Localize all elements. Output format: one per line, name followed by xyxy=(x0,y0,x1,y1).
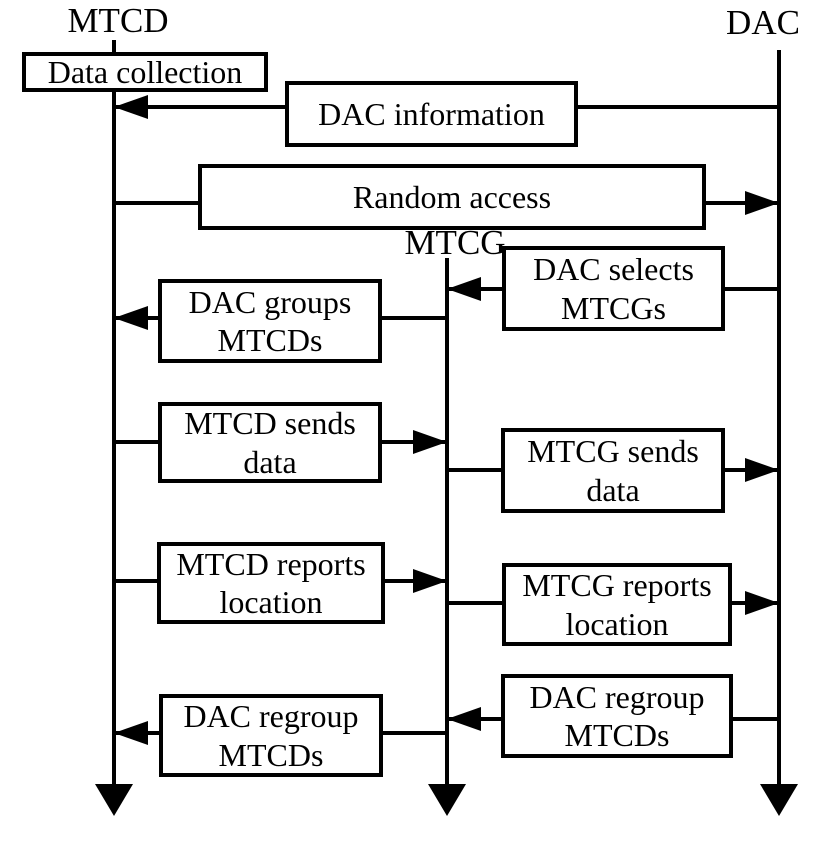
msg-random-access-line-right xyxy=(706,201,779,205)
msg-dac-regroup-right-arrowhead-icon xyxy=(447,707,481,731)
actor-label-dac: DAC xyxy=(726,3,800,42)
box-dac-regroup-mtcds-right: DAC regroup MTCDs xyxy=(501,674,733,758)
msg-mtcd-sends-line-left xyxy=(114,440,158,444)
box-data-collection: Data collection xyxy=(22,52,268,92)
box-mtcd-sends-data: MTCD sends data xyxy=(158,402,382,483)
msg-mtcg-sends-arrowhead-icon xyxy=(745,458,779,482)
lifeline-end-arrow-mtcg-icon xyxy=(428,784,466,816)
box-mtcd-reports-location: MTCD reports location xyxy=(157,542,385,624)
box-mtcg-reports-location: MTCG reports location xyxy=(502,563,732,646)
msg-dac-selects-arrowhead-icon xyxy=(447,277,481,301)
msg-dac-selects-line-right xyxy=(723,287,779,291)
lifeline-end-arrow-mtcd-icon xyxy=(95,784,133,816)
lifeline-dac xyxy=(777,50,781,788)
box-mtcg-sends-data: MTCG sends data xyxy=(501,428,725,513)
msg-dac-regroup-right-line-right xyxy=(733,717,779,721)
box-dac-groups-mtcds: DAC groups MTCDs xyxy=(158,279,382,363)
msg-dac-information-line-left xyxy=(114,105,285,109)
msg-dac-information-arrowhead-icon xyxy=(114,95,148,119)
msg-mtcd-sends-arrowhead-icon xyxy=(413,430,447,454)
msg-dac-regroup-left-line-right xyxy=(383,731,447,735)
actor-label-mtcd: MTCD xyxy=(67,1,169,40)
box-dac-information: DAC information xyxy=(285,81,578,147)
msg-dac-groups-arrowhead-icon xyxy=(114,306,148,330)
lifeline-mtcd xyxy=(112,40,116,788)
lifeline-end-arrow-dac-icon xyxy=(760,784,798,816)
msg-mtcg-reports-line-left xyxy=(447,601,502,605)
box-dac-regroup-mtcds-left: DAC regroup MTCDs xyxy=(159,694,383,777)
box-dac-selects-mtcgs: DAC selects MTCGs xyxy=(502,246,725,331)
msg-dac-regroup-left-arrowhead-icon xyxy=(114,721,148,745)
msg-dac-information-line-right xyxy=(577,105,779,109)
msg-mtcd-reports-line-left xyxy=(114,579,157,583)
msg-random-access-line-left xyxy=(114,201,198,205)
lifeline-mtcg xyxy=(445,258,449,788)
box-random-access: Random access xyxy=(198,164,706,230)
msg-mtcg-sends-line-left xyxy=(447,468,502,472)
msg-random-access-arrowhead-icon xyxy=(745,191,779,215)
msg-mtcg-reports-arrowhead-icon xyxy=(745,591,779,615)
msg-mtcd-reports-arrowhead-icon xyxy=(413,569,447,593)
msg-dac-groups-line-right xyxy=(382,316,447,320)
